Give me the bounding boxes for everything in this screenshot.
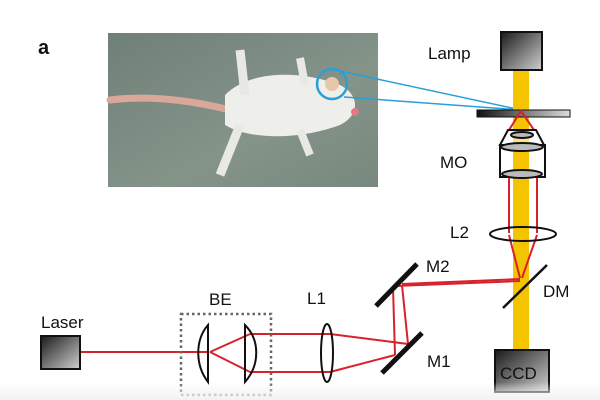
m1-label: M1 bbox=[427, 352, 451, 371]
panel-label: a bbox=[38, 37, 50, 59]
laser-beam bbox=[80, 278, 521, 373]
mouse-photo bbox=[106, 33, 378, 187]
l2-label: L2 bbox=[450, 223, 469, 242]
lamp-label: Lamp bbox=[428, 44, 471, 63]
mirror-m1 bbox=[380, 331, 424, 375]
dm-label: DM bbox=[543, 282, 569, 301]
mirror-m2 bbox=[374, 262, 419, 308]
dichroic-mirror bbox=[502, 264, 548, 309]
focus-cone bbox=[508, 109, 535, 131]
lens-l2 bbox=[489, 226, 557, 242]
laser-label: Laser bbox=[41, 313, 84, 332]
detection-beam bbox=[508, 178, 538, 279]
laser-box bbox=[40, 335, 81, 370]
zoom-line bbox=[343, 96, 522, 111]
m2-label: M2 bbox=[426, 257, 450, 276]
be-lens-2 bbox=[244, 322, 258, 385]
be-lens-1 bbox=[197, 322, 209, 385]
microscope-objective bbox=[498, 129, 546, 179]
l1-label: L1 bbox=[307, 289, 326, 308]
lens-l1 bbox=[320, 323, 334, 383]
zoom-circle bbox=[315, 67, 349, 101]
zoom-line bbox=[339, 70, 522, 111]
lamp-box bbox=[500, 31, 543, 71]
bottom-fade bbox=[0, 382, 600, 400]
be-label: BE bbox=[209, 290, 232, 309]
ccd-label: CCD bbox=[500, 364, 537, 383]
mo-label: MO bbox=[440, 153, 467, 172]
